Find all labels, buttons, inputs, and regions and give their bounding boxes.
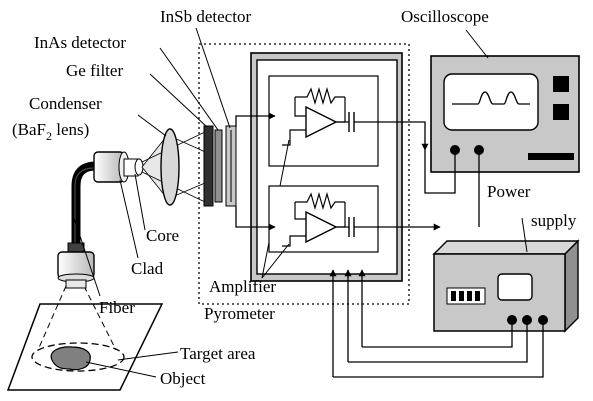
oscilloscope-slot: [528, 153, 574, 160]
power-supply-screen: [497, 273, 533, 301]
amp-2-feedback-resistor: [295, 191, 345, 211]
fiber-end-tip: [65, 279, 87, 289]
fiber-cable-highlight: [74, 167, 95, 246]
target-plane: [6, 303, 164, 391]
amp-1-opamp: [305, 105, 338, 139]
object-label: Object: [160, 369, 206, 388]
ge-filter-plate: [203, 125, 214, 207]
object-leader: [85, 361, 157, 378]
fov-line-left: [37, 285, 67, 351]
amp-channel-2-box: [268, 185, 379, 253]
oscilloscope-wire-a: [424, 150, 456, 194]
condenser-lens-label: (BaF2 lens): [12, 120, 89, 143]
power-wire-2: [348, 320, 528, 363]
power-label: Power: [487, 182, 531, 201]
amp-2-feedback-left: [294, 202, 306, 220]
core-label: Core: [146, 226, 179, 245]
inas-leader: [159, 47, 219, 131]
amplifier-label: Amplifier: [209, 277, 276, 296]
detector-wire-top: [235, 112, 276, 127]
object-blob: [50, 346, 91, 371]
condenser-label: Condenser: [29, 94, 102, 113]
amplifier-label-pointer-2: [261, 243, 290, 279]
pyrometer-label: Pyrometer: [204, 304, 275, 323]
core-leader: [134, 173, 146, 231]
power-digit-2: [459, 291, 464, 301]
amp-1-ground-wire: [282, 129, 306, 146]
oscilloscope-label: Oscilloscope: [401, 7, 489, 26]
amp-1-out-wire: [354, 121, 429, 151]
fov-line-right: [83, 285, 117, 351]
amp-1-feedback-resistor: [295, 86, 345, 106]
amp-2-opamp: [305, 210, 338, 244]
ge-filter-label: Ge filter: [66, 61, 123, 80]
inas-detector-label: InAs detector: [34, 33, 126, 52]
power-digit-1: [451, 291, 456, 301]
supply-label: supply: [531, 211, 577, 230]
target-area-leader: [117, 351, 179, 361]
detector-wire-bottom: [235, 206, 276, 231]
condenser-leader: [137, 114, 167, 137]
oscilloscope-leader: [465, 29, 489, 59]
lens-label-close: lens): [52, 120, 89, 139]
target-area-ellipse: [31, 342, 125, 372]
power-digit-3: [467, 291, 472, 301]
insb-detector-label: InSb detector: [160, 7, 251, 26]
power-wire-3: [333, 320, 544, 378]
power-leader: [521, 217, 528, 253]
clad-leader: [119, 179, 139, 259]
power-digit-4: [475, 291, 480, 301]
oscilloscope-button-1: [553, 76, 569, 92]
pyrometer-enclosure: [198, 43, 410, 305]
insb-leader: [195, 27, 231, 129]
power-supply-top: [432, 240, 580, 255]
condenser-lens: [160, 128, 180, 206]
fiber-label: Fiber: [99, 298, 135, 317]
target-area-label: Target area: [180, 344, 256, 363]
power-wire-1: [362, 320, 513, 348]
clad-label: Clad: [131, 259, 164, 278]
power-supply-side: [564, 239, 579, 333]
ge-filter-leader: [149, 73, 208, 128]
lens-label-subscript: 2: [46, 129, 52, 143]
oscilloscope-button-2: [553, 104, 569, 120]
amp-2-ground-wire: [282, 235, 306, 247]
amp-1-feedback-left: [294, 97, 306, 117]
fiber-leader: [71, 211, 101, 297]
inas-detector-plate: [214, 129, 223, 203]
oscilloscope-trace: [452, 91, 530, 105]
lens-label-open: (BaF: [12, 120, 46, 139]
